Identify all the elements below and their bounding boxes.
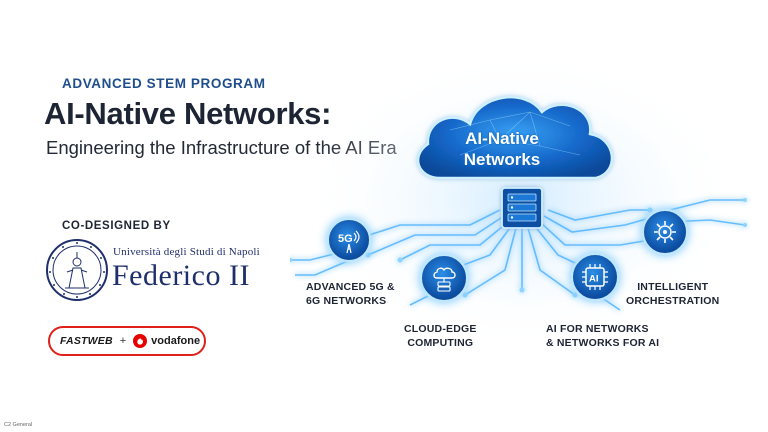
svg-text:AI: AI xyxy=(589,274,599,285)
plus-sign: + xyxy=(119,335,127,347)
footer-classification: C2 General xyxy=(4,422,33,428)
university-seal-logo xyxy=(46,239,108,301)
label-5g-networks: ADVANCED 5G & 6G NETWORKS xyxy=(306,280,395,308)
university-name-line2: Federico II xyxy=(112,259,250,292)
label-cloud-edge: CLOUD-EDGE COMPUTING xyxy=(404,322,477,350)
label-orch-line1: INTELLIGENT xyxy=(637,281,709,293)
node-cloud-edge xyxy=(420,254,468,302)
network-illustration xyxy=(290,60,747,350)
page-subtitle: Engineering the Infrastructure of the AI… xyxy=(46,137,397,158)
cloud-server-icon xyxy=(433,267,456,292)
label-ai-line1: AI FOR NETWORKS xyxy=(546,323,649,335)
label-5g-line2: 6G NETWORKS xyxy=(306,295,387,307)
label-orch-line2: ORCHESTRATION xyxy=(626,295,720,307)
vodafone-icon xyxy=(133,334,148,348)
node-ai: AI xyxy=(571,253,619,301)
cloud-title-line2: Networks xyxy=(463,150,541,169)
partner-logos: FASTWEB + vodafone xyxy=(48,326,206,356)
ai-chip-icon: AI xyxy=(582,264,608,290)
university-name-line1: Università degli Studi di Napoli xyxy=(113,246,260,258)
label-ai-line2: & NETWORKS FOR AI xyxy=(546,337,660,349)
label-cloud-line1: CLOUD-EDGE xyxy=(404,323,477,335)
cloud-neural-mesh xyxy=(449,111,581,156)
program-label: ADVANCED STEM PROGRAM xyxy=(62,76,266,91)
svg-text:5G: 5G xyxy=(338,233,353,245)
node-orchestration xyxy=(642,209,688,255)
5g-tower-icon: 5G xyxy=(338,230,360,254)
label-orchestration: INTELLIGENT ORCHESTRATION xyxy=(626,280,719,308)
cloud-shape xyxy=(416,96,613,180)
vodafone-logo: vodafone xyxy=(151,335,201,347)
label-cloud-line2: COMPUTING xyxy=(407,337,474,349)
cloud-title-line1: AI-Native xyxy=(465,129,539,148)
server-stack-icon xyxy=(501,187,543,229)
gear-circuit-icon xyxy=(654,221,676,243)
cloud-title: AI-Native Networks xyxy=(432,128,572,170)
page-title: AI-Native Networks: xyxy=(44,96,332,131)
label-ai-networks: AI FOR NETWORKS & NETWORKS FOR AI xyxy=(546,322,659,350)
node-5g: 5G xyxy=(327,218,371,262)
fastweb-logo: FASTWEB xyxy=(60,335,113,347)
codesigned-heading: CO-DESIGNED BY xyxy=(62,220,171,232)
label-5g-line1: ADVANCED 5G & xyxy=(306,281,395,293)
